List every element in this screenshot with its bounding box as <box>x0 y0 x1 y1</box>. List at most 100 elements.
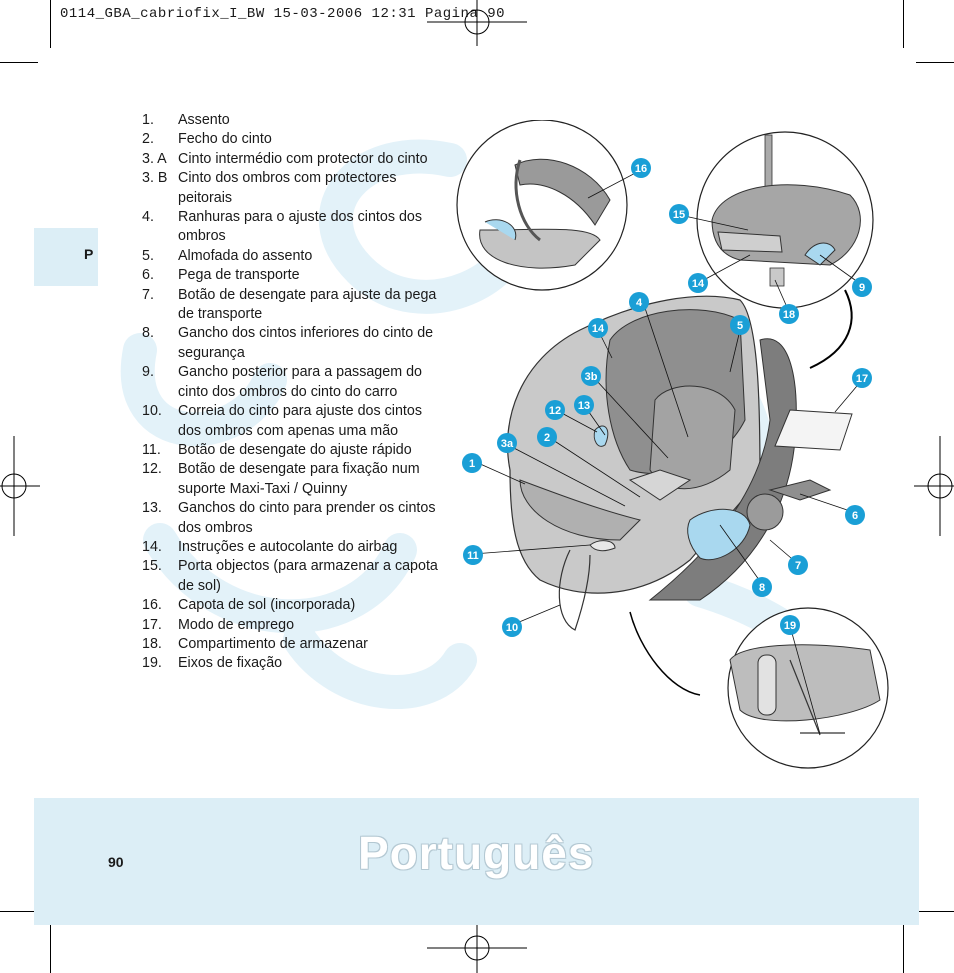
list-item-text: Botão de desengate para ajuste da pega d… <box>178 286 437 323</box>
list-item-text: Almofada do assento <box>178 247 313 264</box>
list-item: 14. Instruções e autocolante do airbag <box>142 538 442 557</box>
svg-text:19: 19 <box>784 620 796 632</box>
list-item-text: Botão de desengate do ajuste rápido <box>178 441 412 458</box>
list-item-number: 19. <box>142 655 162 672</box>
callout-15: 15 <box>669 204 689 224</box>
list-item-number: 6. <box>142 267 154 284</box>
svg-text:15: 15 <box>673 209 685 221</box>
arrow-lower <box>629 611 701 696</box>
arrow-upper <box>809 289 853 369</box>
svg-text:6: 6 <box>852 510 858 522</box>
list-item: 9.Gancho posterior para a passagem do ci… <box>142 363 442 402</box>
svg-text:12: 12 <box>549 405 561 417</box>
svg-text:3b: 3b <box>585 371 598 383</box>
crop-mark <box>916 911 954 912</box>
svg-text:16: 16 <box>635 163 647 175</box>
crop-mark <box>916 62 954 63</box>
list-item: 16.Capota de sol (incorporada) <box>142 596 442 615</box>
svg-text:13: 13 <box>578 400 590 412</box>
svg-text:5: 5 <box>737 320 743 332</box>
list-item-number: 1. <box>142 112 154 128</box>
callout-badges: 1 2 3a 3b 4 5 6 7 8 9 10 11 12 13 14 14 … <box>462 158 872 637</box>
list-item: 8. Gancho dos cintos inferiores do cinto … <box>142 324 442 363</box>
callout-4: 4 <box>629 292 649 312</box>
callout-2: 2 <box>537 427 557 447</box>
list-item-text: Botão de desengate para fixação num supo… <box>178 461 420 497</box>
list-item: 11.Botão de desengate do ajuste rápido <box>142 441 442 460</box>
list-item-text: Ranhuras para o ajuste dos cintos dos om… <box>178 209 422 245</box>
list-item-text: Compartimento de armazenar <box>178 635 368 652</box>
list-item-text: Ganchos do cinto para prender os cintos … <box>178 500 436 536</box>
list-item-number: 14. <box>142 538 162 555</box>
list-item-text: Assento <box>178 112 230 128</box>
list-item-number: 7. <box>142 286 154 303</box>
callout-5: 5 <box>730 315 750 335</box>
list-item-number: 2. <box>142 131 154 148</box>
language-tab-label: P <box>84 246 94 262</box>
svg-text:17: 17 <box>856 373 868 385</box>
inset-fixing-axles <box>727 607 889 769</box>
list-item-number: 12. <box>142 461 162 478</box>
inset-storage <box>696 131 874 309</box>
print-slug: 0114_GBA_cabriofix_I_BW 15-03-2006 12:31… <box>60 6 506 22</box>
callout-18: 18 <box>779 304 799 324</box>
list-item: 4.Ranhuras para o ajuste dos cintos dos … <box>142 208 442 247</box>
list-item: 2.Fecho do cinto <box>142 130 442 149</box>
callout-16: 16 <box>631 158 651 178</box>
list-item-number: 3. A <box>142 150 167 167</box>
svg-text:8: 8 <box>759 582 765 594</box>
list-item-text: Porta objectos (para armazenar a capota … <box>178 558 438 594</box>
car-seat-illustration: 1 2 3a 3b 4 5 6 7 8 9 10 11 12 13 14 14 … <box>456 120 889 769</box>
svg-text:18: 18 <box>783 309 795 321</box>
list-item: 19. Eixos de fixação <box>142 654 442 673</box>
crop-mark <box>903 0 904 48</box>
callout-19: 19 <box>780 615 800 635</box>
registration-mark-bottom <box>427 925 527 973</box>
list-item-text: Instruções e autocolante do airbag <box>178 538 398 555</box>
list-item: 1. Assento <box>142 111 442 130</box>
list-item-number: 15. <box>142 558 162 575</box>
list-item: 17. Modo de emprego <box>142 616 442 635</box>
list-item-text: Modo de emprego <box>178 616 295 633</box>
callout-14-inset: 14 <box>688 273 708 293</box>
svg-text:3a: 3a <box>501 438 514 450</box>
callout-17: 17 <box>852 368 872 388</box>
list-item-text: Gancho dos cintos inferiores do cinto de… <box>178 325 434 361</box>
list-item: 6.Pega de transporte <box>142 266 442 285</box>
crop-mark <box>903 925 904 973</box>
list-item-number: 13. <box>142 500 162 517</box>
callout-8: 8 <box>752 577 772 597</box>
list-item-number: 5. <box>142 247 154 264</box>
crop-mark <box>50 925 51 973</box>
list-item: 12. Botão de desengate para fixação num s… <box>142 460 442 499</box>
callout-12: 12 <box>545 400 565 420</box>
list-item-number: 17. <box>142 616 162 633</box>
list-item: 7. Botão de desengate para ajuste da pega… <box>142 286 442 325</box>
svg-text:11: 11 <box>467 550 479 562</box>
svg-text:2: 2 <box>544 432 550 444</box>
svg-text:14: 14 <box>692 278 705 290</box>
callout-10: 10 <box>502 617 522 637</box>
list-item-number: 3. B <box>142 170 168 187</box>
callout-1: 1 <box>462 453 482 473</box>
list-item-text: Eixos de fixação <box>178 655 283 672</box>
list-item-number: 18. <box>142 635 162 652</box>
list-item-text: Capota de sol (incorporada) <box>178 597 356 614</box>
instruction-booklet <box>774 409 853 451</box>
callout-6: 6 <box>845 505 865 525</box>
language-side-tab: P <box>34 228 98 286</box>
inset-sun-canopy <box>456 120 628 291</box>
crop-mark <box>50 0 51 48</box>
list-item-number: 9. <box>142 364 154 381</box>
svg-text:10: 10 <box>506 622 518 634</box>
registration-mark-right <box>914 436 954 536</box>
list-item-text: Cinto intermédio com protector do cinto <box>178 150 428 167</box>
list-item-number: 8. <box>142 325 154 342</box>
callout-7: 7 <box>788 555 808 575</box>
svg-text:9: 9 <box>859 282 865 294</box>
main-car-seat <box>506 295 832 631</box>
svg-text:14: 14 <box>592 323 605 335</box>
page-number: 90 <box>108 854 124 870</box>
